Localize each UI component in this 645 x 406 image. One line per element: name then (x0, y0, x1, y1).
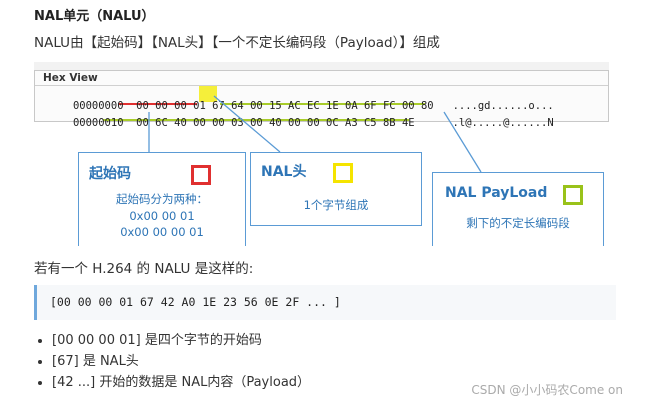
hex-byte: 00 (250, 100, 263, 112)
hex-row-1-offset: 00000010 (72, 117, 124, 129)
callout-start-code: 起始码 起始码分为两种： 0x00 00 01 0x00 00 00 01 (78, 152, 246, 246)
hex-byte: 00 (136, 117, 149, 129)
list-item: [00 00 00 01] 是四个字节的开始码 (52, 332, 310, 353)
hex-byte: 0C (326, 117, 339, 129)
hex-byte: 0A (345, 100, 358, 112)
hex-byte: 00 (193, 117, 206, 129)
hex-byte: FC (382, 100, 396, 112)
callout-start-code-desc-2: 0x00 00 01 (129, 209, 195, 223)
hex-byte: 40 (269, 117, 282, 129)
connector-nal-header (213, 95, 281, 153)
callout-start-code-desc-3: 0x00 00 00 01 (120, 225, 204, 239)
code-block: [00 00 00 01 67 42 A0 1E 23 56 0E 2F ...… (34, 285, 616, 320)
hex-byte: 80 (420, 100, 434, 112)
list-item: [67] 是 NAL头 (52, 353, 310, 374)
hex-byte: 01 (193, 100, 206, 112)
example-intro-paragraph: 若有一个 H.264 的 NALU 是这样的: (34, 261, 254, 277)
hex-byte: A3 (345, 117, 358, 129)
hex-byte: 6C (155, 117, 168, 129)
hex-byte: 00 (212, 117, 225, 129)
list-item: [42 ...] 开始的数据是 NAL内容（Payload） (52, 374, 310, 395)
hex-view-panel: Hex View 00000000 00 00 00 01 67 64 00 1… (34, 70, 609, 129)
callout-nal-payload: NAL PayLoad 剩下的不定长编码段 (432, 172, 604, 246)
hex-byte: 00 (288, 117, 301, 129)
hex-byte: 64 (231, 100, 244, 112)
hex-byte: 1E (326, 100, 339, 112)
hex-header-divider (35, 85, 608, 86)
hex-row-0-offset: 00000000 (72, 100, 124, 112)
section-heading: NAL单元（NALU） (34, 9, 155, 24)
start-code-underline (119, 103, 197, 105)
hex-byte: AC (288, 100, 301, 112)
hex-byte: 4E (401, 117, 415, 129)
callout-connectors (148, 95, 482, 173)
connector-payload (443, 111, 482, 173)
hex-view-title: Hex View (43, 72, 98, 84)
payload-underline-row2 (103, 119, 409, 121)
hex-row-0: 00000000 00 00 00 01 67 64 00 15 AC EC 1… (35, 88, 554, 124)
hex-byte: 15 (269, 100, 282, 112)
hex-row-0-ascii: ....gd......o... (452, 100, 554, 112)
callout-start-code-desc-1: 起始码分为两种： (116, 192, 208, 206)
hex-row-1: 00000010 00 6C 40 00 00 03 00 40 00 00 0… (35, 105, 554, 141)
start-code-legend-square (191, 165, 211, 185)
code-text: [00 00 00 01 67 42 A0 1E 23 56 0E 2F ...… (50, 295, 341, 309)
explanation-list: [00 00 00 01] 是四个字节的开始码 [67] 是 NAL头 [42 … (34, 332, 310, 395)
payload-legend-square (563, 185, 583, 205)
callout-start-code-title: 起始码 (89, 166, 131, 182)
payload-underline-row1 (220, 103, 425, 105)
callout-nal-header-desc: 1个字节组成 (303, 198, 369, 212)
intro-text: NALU由【起始码】【NAL头】【一个不定长编码段（Payload）】组成 (34, 35, 440, 51)
hex-byte: 00 (174, 100, 187, 112)
nalu-figure: Hex View 00000000 00 00 00 01 67 64 00 1… (34, 62, 609, 246)
hex-byte: 00 (307, 117, 320, 129)
hex-byte: 00 (250, 117, 263, 129)
callout-nal-payload-desc: 剩下的不定长编码段 (466, 216, 570, 230)
nal-header-highlight (199, 86, 217, 102)
hex-byte: 00 (136, 100, 149, 112)
hex-byte: 03 (231, 117, 244, 129)
hex-row-1-ascii: .l@.....@......N (452, 117, 554, 129)
csdn-watermark: CSDN @小小码农Come on (471, 383, 623, 397)
hex-byte: 8B (382, 117, 396, 129)
hex-byte: 6F (363, 100, 377, 112)
hex-byte: EC (307, 100, 320, 112)
callout-nal-header-title: NAL头 (261, 164, 307, 180)
callout-nal-header: NAL头 1个字节组成 (250, 152, 422, 226)
nal-header-legend-square (333, 163, 353, 183)
callout-nal-payload-title: NAL PayLoad (445, 185, 548, 201)
hex-byte: C5 (363, 117, 377, 129)
hex-byte: 40 (174, 117, 187, 129)
hex-byte: 00 (155, 100, 168, 112)
hex-byte: 00 (401, 100, 415, 112)
